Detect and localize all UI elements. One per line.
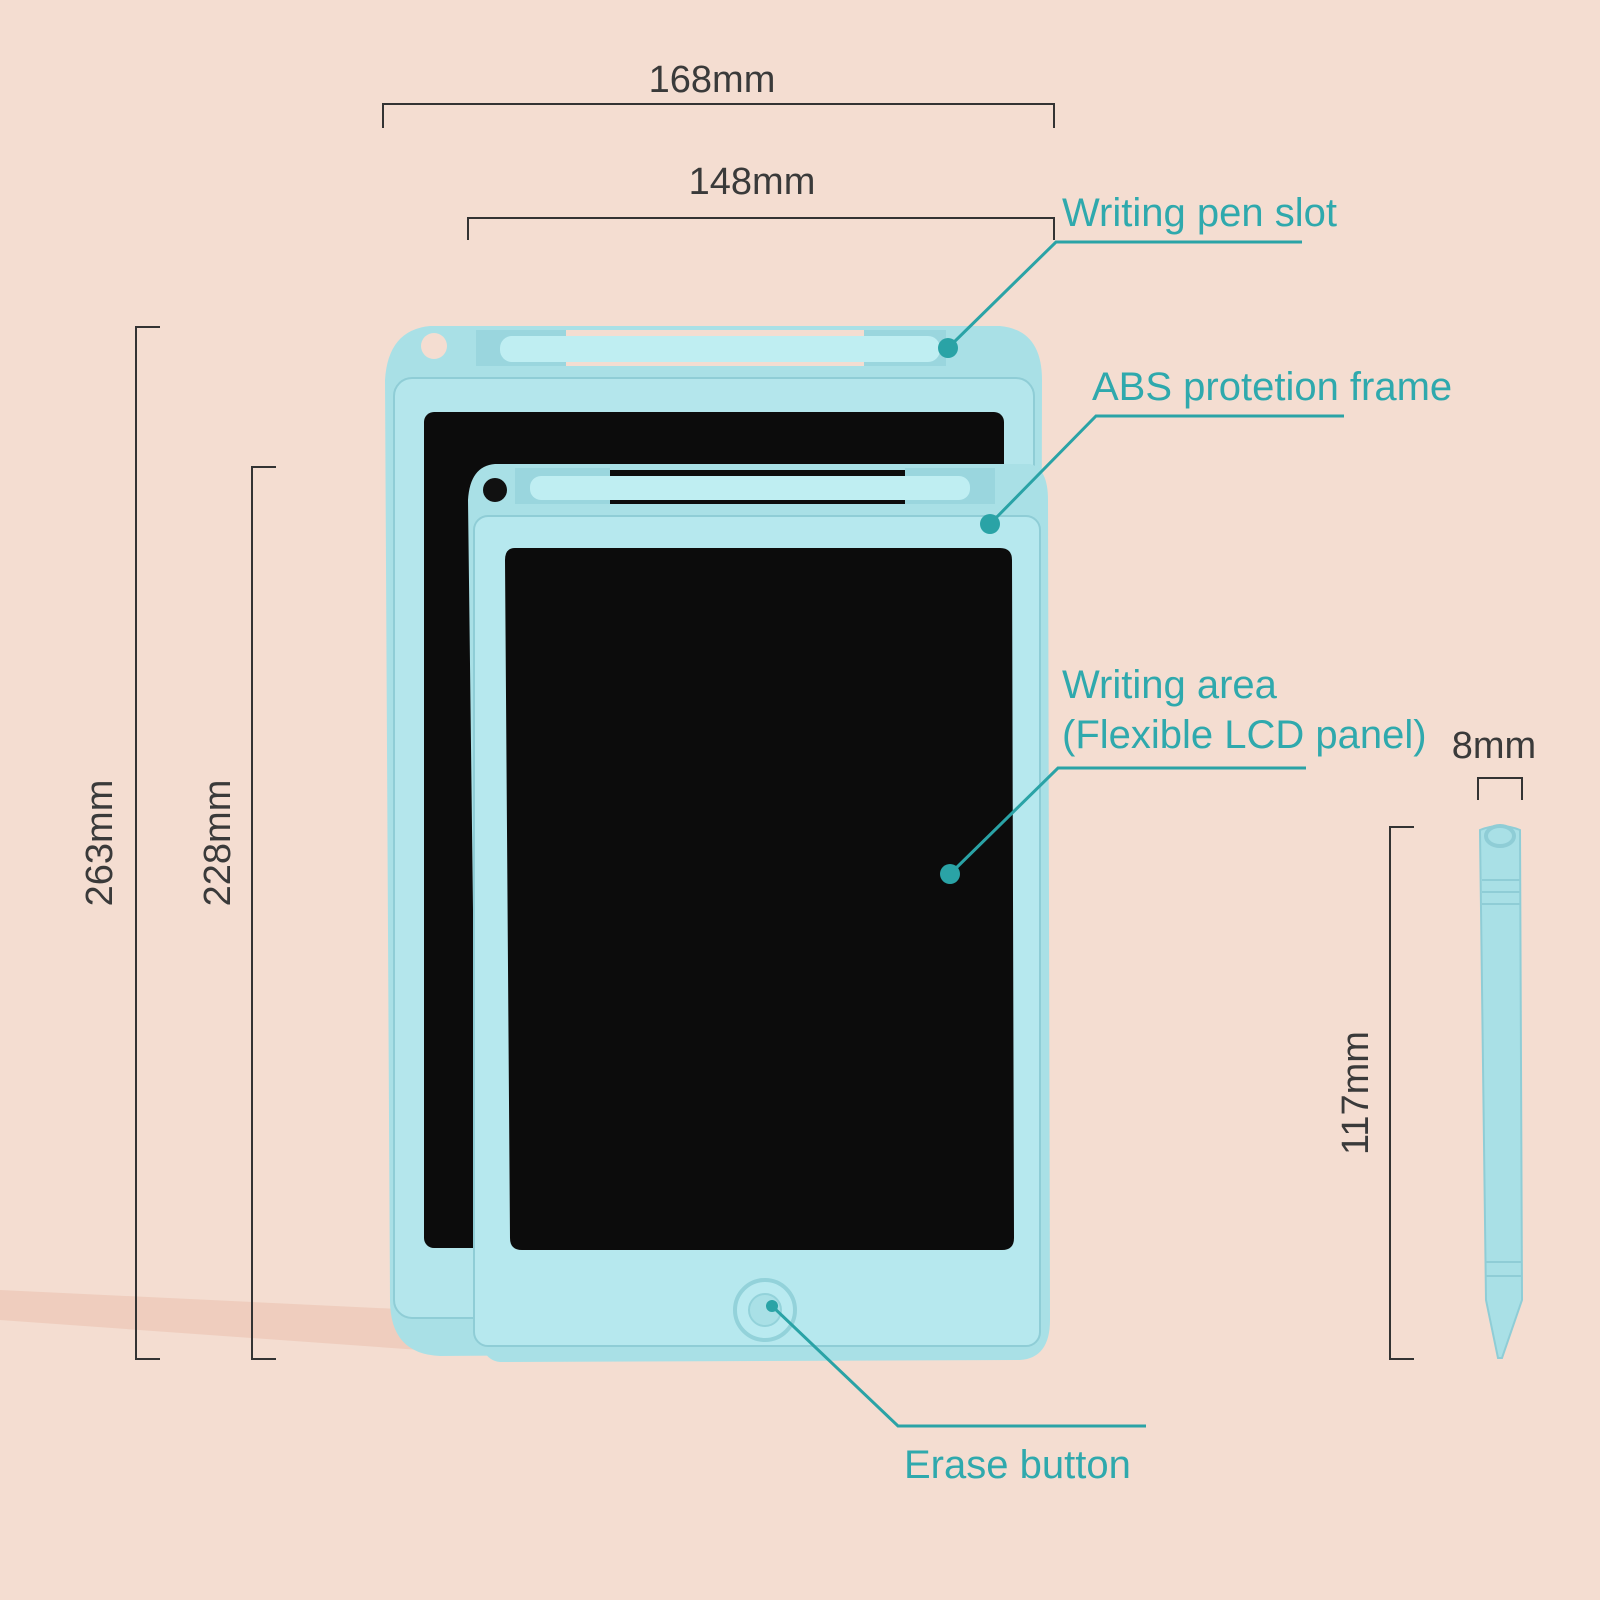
pen-slot-marker bbox=[938, 338, 958, 358]
height-228-line bbox=[251, 466, 276, 1360]
pen-width-line bbox=[1477, 777, 1523, 800]
small-screen bbox=[505, 548, 1014, 1250]
pen-width-label: 8mm bbox=[1452, 725, 1536, 767]
erase-leader bbox=[770, 1304, 1146, 1428]
height-263-line bbox=[135, 326, 160, 1360]
pen-slot-label: Writing pen slot bbox=[1062, 191, 1337, 235]
width-168-label: 168mm bbox=[649, 59, 776, 101]
writing-area-marker bbox=[940, 864, 960, 884]
width-168-line bbox=[382, 103, 1055, 128]
lanyard-hole bbox=[421, 333, 447, 359]
small-tablet bbox=[468, 464, 1050, 1362]
stylus-pen bbox=[1478, 824, 1524, 1359]
width-148-line bbox=[467, 217, 1055, 240]
pen-length-label: 117mm bbox=[1335, 1031, 1377, 1155]
small-pen-in-slot bbox=[530, 476, 970, 500]
writing-area-sublabel: (Flexible LCD panel) bbox=[1062, 713, 1427, 757]
height-263-label: 263mm bbox=[79, 780, 121, 907]
shadow bbox=[0, 1290, 420, 1350]
pen-slot-leader bbox=[946, 240, 1302, 350]
lanyard-hole bbox=[483, 478, 507, 502]
large-pen-in-slot bbox=[500, 336, 940, 362]
erase-label: Erase button bbox=[904, 1443, 1131, 1487]
frame-marker bbox=[980, 514, 1000, 534]
frame-label: ABS protetion frame bbox=[1092, 365, 1452, 409]
erase-marker bbox=[766, 1300, 778, 1312]
writing-area-leader bbox=[948, 766, 1306, 876]
height-228-label: 228mm bbox=[197, 780, 239, 907]
width-148-label: 148mm bbox=[689, 161, 816, 203]
pen-length-line bbox=[1389, 826, 1414, 1360]
writing-area-label: Writing area bbox=[1062, 663, 1278, 707]
frame-leader bbox=[988, 414, 1344, 526]
